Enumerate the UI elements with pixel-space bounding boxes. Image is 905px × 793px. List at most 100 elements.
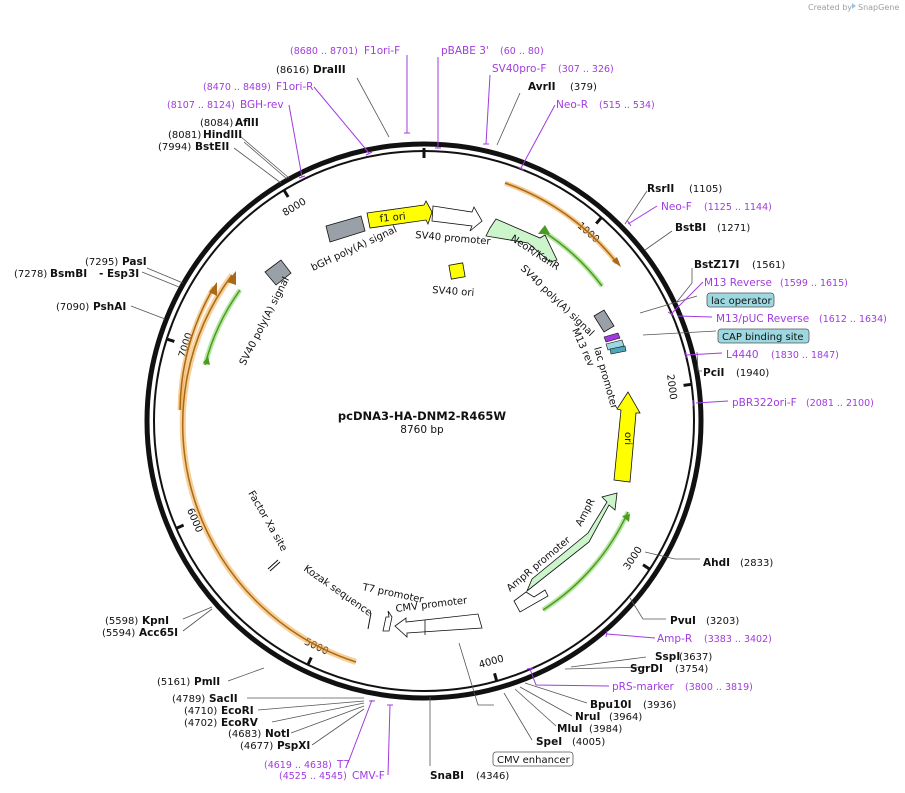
site-aflii-name[interactable]: AflII	[235, 117, 259, 129]
sv40-ori-label: SV40 ori	[432, 285, 475, 299]
site-acc65i-pos: (5594)	[102, 628, 135, 639]
sv40-polya-right-label: SV40 poly(A) signal	[518, 263, 596, 339]
primer-leader-lines	[288, 55, 729, 776]
site-acc65i-name[interactable]: Acc65I	[139, 627, 178, 639]
cmv-enhancer-label[interactable]: CMV enhancer	[497, 755, 571, 766]
sv40-polya-right-box	[593, 309, 615, 333]
primer-cmv-f-range: (4525 .. 4545)	[279, 771, 347, 782]
site-bsteii-pos: (7994)	[158, 142, 191, 153]
site-pmli-name[interactable]: PmlI	[194, 676, 220, 688]
lac-operator-label[interactable]: lac operator	[711, 296, 772, 307]
ampr-translation-arrowhead	[622, 514, 630, 522]
site-esp3i-name[interactable]: - Esp3I	[99, 268, 139, 280]
primer-f1ori-f-name[interactable]: F1ori-F	[364, 45, 400, 57]
site-spei-pos: (4005)	[572, 737, 605, 748]
site-sgrdi-name[interactable]: SgrDI	[630, 663, 663, 675]
primer-prs-marker-name[interactable]: pRS-marker	[612, 681, 675, 693]
site-bsmbi-pos: (7278)	[14, 269, 47, 280]
dnm2-orf2-arc-line	[179, 286, 215, 411]
ampr-translation-line	[542, 511, 629, 611]
dnm2-orf-arc	[179, 273, 357, 665]
site-snabi-name[interactable]: SnaBI	[430, 770, 464, 782]
neo-orf-arc-line	[504, 182, 618, 264]
site-bstz17i-name[interactable]: BstZ17I	[694, 259, 739, 271]
primer-m13-reverse-name[interactable]: M13 Reverse	[704, 277, 772, 289]
site-pspxi-name[interactable]: PspXI	[277, 740, 310, 752]
site-pasi-pos: (7295)	[85, 257, 118, 268]
primer-pbr322-range: (2081 .. 2100)	[806, 398, 874, 409]
site-ecorv-name[interactable]: EcoRV	[221, 717, 259, 729]
site-avrii-name[interactable]: AvrII	[528, 81, 556, 93]
site-ecori-name[interactable]: EcoRI	[221, 705, 254, 717]
site-pvui-pos: (3203)	[706, 616, 739, 627]
site-aflii-pos: (8084)	[200, 118, 233, 129]
site-bsteii-name[interactable]: BstEII	[195, 141, 229, 153]
f1-ori-arrow	[366, 200, 433, 229]
primer-neo-r-name[interactable]: Neo-R	[556, 99, 588, 111]
bgh-polya-box	[325, 215, 366, 243]
snapgene-logo-icon	[852, 3, 856, 9]
primer-amp-r-name[interactable]: Amp-R	[657, 633, 692, 645]
site-ecori-pos: (4710)	[184, 706, 217, 717]
site-hindiii-name[interactable]: HindIII	[203, 129, 242, 141]
sv40-polya-left-box	[264, 259, 292, 286]
site-nrui-pos: (3964)	[609, 712, 642, 723]
site-pshai-name[interactable]: PshAI	[93, 301, 126, 313]
backbone-outer	[144, 141, 704, 701]
site-sgrdi-pos: (3754)	[675, 664, 708, 675]
cmv-enhancer-box	[492, 751, 574, 767]
site-sacii-name[interactable]: SacII	[209, 693, 238, 705]
site-kpni-name[interactable]: KpnI	[142, 615, 169, 627]
site-spei-name[interactable]: SpeI	[536, 736, 562, 748]
factor-xa-mark-2	[269, 561, 281, 572]
t7-promoter-arrow	[382, 610, 393, 632]
primer-t7-name[interactable]: T7	[336, 759, 350, 771]
site-bpu10i-name[interactable]: Bpu10I	[590, 699, 632, 711]
site-nrui-name[interactable]: NruI	[575, 711, 600, 723]
primer-cmv-f-name[interactable]: CMV-F	[352, 770, 385, 782]
primer-l4440-name[interactable]: L4440	[726, 349, 759, 361]
tick-mark-7000	[166, 337, 175, 343]
site-snabi-pos: (4346)	[476, 771, 509, 782]
primer-f1ori-r-name[interactable]: F1ori-R	[276, 81, 313, 93]
factor-xa-mark	[267, 559, 279, 570]
site-ahdi-name[interactable]: AhdI	[703, 557, 730, 569]
site-draiii-name[interactable]: DraIII	[313, 64, 346, 76]
primer-m13puc-name[interactable]: M13/pUC Reverse	[716, 313, 809, 325]
primer-neo-f-name[interactable]: Neo-F	[661, 201, 692, 213]
neo-orf-arrowhead	[612, 257, 621, 267]
site-sacii-pos: (4789)	[172, 694, 205, 705]
cap-site-label[interactable]: CAP binding site	[722, 332, 804, 343]
ori-label: ori	[622, 432, 633, 445]
site-noti-name[interactable]: NotI	[265, 728, 290, 740]
f1-ori-label: f1 ori	[379, 211, 406, 225]
cap-site-box	[717, 328, 810, 344]
site-rsrii-pos: (1105)	[689, 184, 722, 195]
primer-sv40pro-f-name[interactable]: SV40pro-F	[492, 63, 546, 75]
primer-bgh-rev-name[interactable]: BGH-rev	[240, 99, 284, 111]
tick-mark-3000	[642, 563, 651, 571]
primer-pbr322-name[interactable]: pBR322ori-F	[732, 397, 797, 409]
primer-pbabe-range: (60 .. 80)	[500, 46, 544, 57]
sv40-ori-box	[448, 262, 466, 280]
site-pasi-name[interactable]: PasI	[122, 256, 147, 268]
site-rsrii-name[interactable]: RsrII	[647, 183, 674, 195]
site-labels: (8616) DraIII (8680 .. 8701) F1ori-F pBA…	[14, 45, 887, 782]
site-pcii-name[interactable]: PciI	[703, 367, 724, 379]
site-mlui-name[interactable]: MluI	[557, 723, 582, 735]
tick-mark-5000	[306, 656, 313, 666]
dnm2-orf2-arrowhead	[209, 282, 217, 296]
site-bsmbi-name[interactable]: BsmBI	[50, 268, 87, 280]
tick-label-4000: 4000	[478, 654, 505, 671]
dnm2-orf-arc-line	[182, 274, 357, 663]
site-pshai-pos: (7090)	[56, 302, 89, 313]
site-sspi-name[interactable]: SspI	[655, 651, 680, 663]
primer-pbabe-name[interactable]: pBABE 3'	[441, 45, 489, 57]
site-pvui-name[interactable]: PvuI	[670, 615, 696, 627]
site-bstbi-name[interactable]: BstBI	[675, 222, 706, 234]
tick-label-3000: 3000	[622, 545, 645, 572]
factor-xa-label: Factor Xa site	[245, 489, 289, 553]
site-bstz17i-pos: (1561)	[752, 260, 785, 271]
site-pmli-pos: (5161)	[157, 677, 190, 688]
